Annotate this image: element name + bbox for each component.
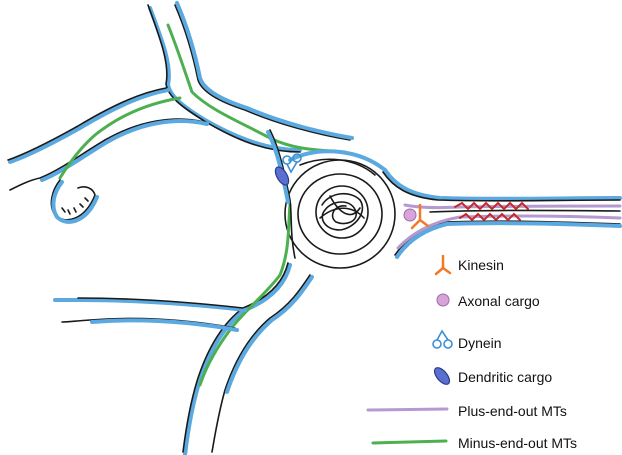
legend-label-kinesin: Kinesin xyxy=(458,257,504,273)
legend-label-minus-end-out-mts: Minus-end-out MTs xyxy=(458,435,577,451)
minus-end-out-mts-line xyxy=(373,441,446,443)
axonal-cargo-icon xyxy=(437,294,449,306)
legend-label-axonal-cargo: Axonal cargo xyxy=(458,293,540,309)
upper-dendrite xyxy=(148,3,352,152)
axon xyxy=(383,170,620,257)
legend-label-dynein: Dynein xyxy=(458,335,502,351)
left-lower-dendrite xyxy=(55,298,245,330)
left-upper-dendrite xyxy=(8,88,207,222)
nucleus xyxy=(316,186,368,238)
kinesin-icon xyxy=(436,256,450,274)
axonal-cargo-on-axon xyxy=(404,209,416,221)
dynein-icon xyxy=(433,331,452,348)
plus-end-out-mts-line xyxy=(368,409,447,410)
dendritic-cargo-icon xyxy=(432,365,453,387)
legend-label-dendritic-cargo: Dendritic cargo xyxy=(458,369,552,385)
legend-label-plus-end-out-mts: Plus-end-out MTs xyxy=(458,403,567,419)
legend-icons xyxy=(368,256,452,443)
